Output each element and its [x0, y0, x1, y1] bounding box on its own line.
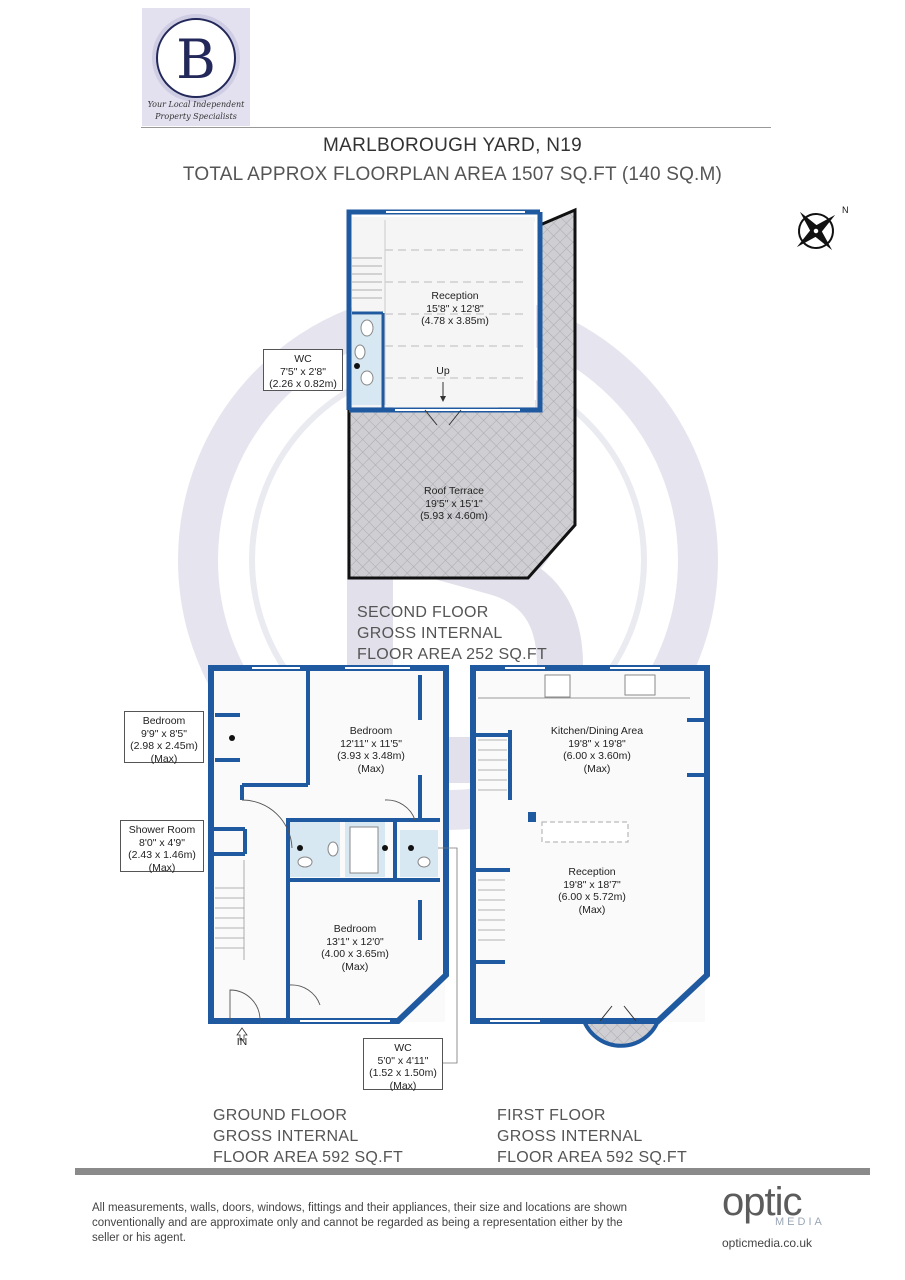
logo-tagline-2: Property Specialists — [155, 112, 237, 121]
second-floor-stairs — [352, 257, 382, 299]
second-floor-reception-label: Reception 15'8" x 12'8" (4.78 x 3.85m) — [421, 290, 489, 327]
ground-wc-floor — [400, 830, 438, 877]
agency-logo-emblem: B — [152, 14, 240, 102]
compass-north-label: N — [842, 205, 848, 215]
logo-letter: B — [176, 28, 216, 91]
ground-bedroom-small-label: Bedroom 9'9" x 8'5" (2.98 x 2.45m) (Max) — [124, 711, 204, 765]
header-divider — [141, 127, 771, 128]
ground-bedroom-rear-label: Bedroom 13'1" x 12'0" (4.00 x 3.65m) (Ma… — [321, 923, 389, 973]
first-floor-plan — [470, 665, 710, 1048]
second-floor-area-label: SECOND FLOOR GROSS INTERNAL FLOOR AREA 2… — [357, 604, 548, 663]
shower-room-label: Shower Room 8'0" x 4'9" (2.43 x 1.46m) (… — [120, 820, 204, 874]
optic-media-url: opticmedia.co.uk — [722, 1236, 813, 1250]
stairs-up-label: Up — [436, 365, 450, 377]
ground-floor-plan — [208, 665, 458, 1064]
footer-divider — [75, 1168, 870, 1175]
first-floor-reception-label: Reception 19'8" x 18'7" (6.00 x 5.72m) (… — [558, 866, 626, 916]
second-floor-wc-label: WC 7'5" x 2'8" (2.26 x 0.82m) — [263, 349, 343, 391]
kitchen-dining-label: Kitchen/Dining Area 19'8" x 19'8" (6.00 … — [550, 725, 644, 775]
ground-bedroom-main-label: Bedroom 12'11" x 11'5" (3.93 x 3.48m) (M… — [337, 725, 405, 775]
logo-tagline-1: Your Local Independent — [147, 100, 245, 109]
property-title: MARLBOROUGH YARD, N19 — [323, 135, 582, 156]
total-area: TOTAL APPROX FLOORPLAN AREA 1507 SQ.FT (… — [182, 164, 723, 185]
compass-icon: N — [796, 205, 848, 251]
ground-floor-area-label: GROUND FLOOR GROSS INTERNAL FLOOR AREA 5… — [213, 1107, 404, 1166]
ground-floor-stairs — [215, 860, 245, 960]
roof-terrace-label: Roof Terrace 19'5" x 15'1" (5.93 x 4.60m… — [420, 485, 488, 522]
roof-terrace-area — [349, 210, 575, 578]
optic-media-logo: optic — [722, 1180, 802, 1224]
optic-media-sub: MEDIA — [775, 1216, 825, 1228]
agency-logo: B Your Local Independent Property Specia… — [142, 8, 250, 126]
entrance-label: IN — [236, 1036, 248, 1048]
first-floor-stairs — [478, 739, 507, 941]
second-floor-plan — [346, 207, 577, 580]
disclaimer-text: All measurements, walls, doors, windows,… — [92, 1202, 628, 1244]
first-floor-area-label: FIRST FLOOR GROSS INTERNAL FLOOR AREA 59… — [497, 1107, 688, 1166]
ground-wc-label: WC 5'0" x 4'11" (1.52 x 1.50m) (Max) — [363, 1038, 443, 1092]
